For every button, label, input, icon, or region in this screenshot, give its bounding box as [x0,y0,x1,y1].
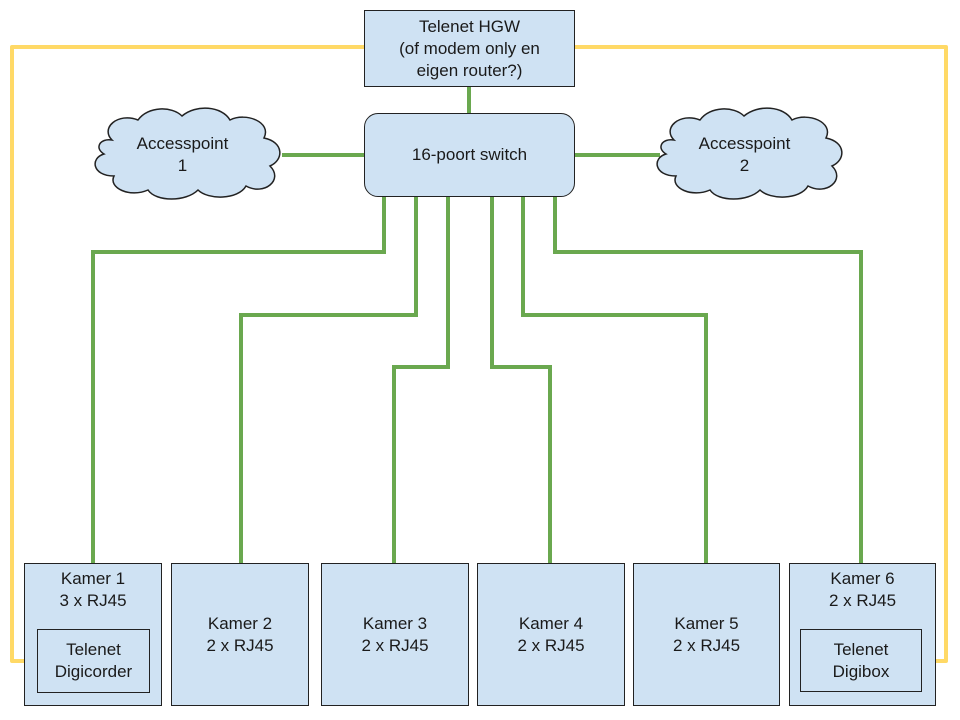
telenet-gateway: Telenet HGW (of modem only en eigen rout… [364,10,575,87]
room-kamer-3: Kamer 3 2 x RJ45 [321,563,469,706]
room-name: Kamer 6 [830,569,895,588]
room-name: Kamer 2 [207,613,273,633]
telenet-digicorder: Telenet Digicorder [37,629,150,693]
device-label-line-1: Telenet [66,640,121,659]
room-ports: 2 x RJ45 [828,591,897,610]
device-label-line-2: Digibox [832,661,890,681]
accesspoint-1-label-line-1: Accesspoint [136,134,229,153]
ethernet-wire-kamer-1 [91,196,386,563]
telenet-digibox: Telenet Digibox [800,629,922,692]
room-ports: 2 x RJ45 [672,635,741,655]
room-name: Kamer 1 [60,569,126,588]
room-kamer-5: Kamer 5 2 x RJ45 [633,563,780,706]
accesspoint-2: Accesspoint 2 [662,130,827,180]
accesspoint-2-label-line-1: Accesspoint [698,134,791,153]
device-label-line-1: Telenet [833,639,889,659]
accesspoint-2-label-line-2: 2 [739,156,750,175]
room-ports: 2 x RJ45 [206,635,274,655]
switch-label: 16-poort switch [411,145,528,164]
room-name: Kamer 4 [518,613,584,633]
room-name: Kamer 3 [362,613,428,633]
ethernet-wire-kamer-2 [239,196,418,563]
ethernet-wire-kamer-4 [490,196,552,563]
room-ports: 2 x RJ45 [517,635,585,655]
ethernet-wire-kamer-5 [521,196,708,563]
accesspoint-1: Accesspoint 1 [100,130,265,180]
room-kamer-2: Kamer 2 2 x RJ45 [171,563,309,706]
accesspoint-1-label-line-2: 1 [177,156,188,175]
ethernet-wire-kamer-3 [392,196,450,563]
gateway-label-line-1: Telenet HGW [418,16,521,36]
room-kamer-4: Kamer 4 2 x RJ45 [477,563,625,706]
room-name: Kamer 5 [674,613,739,633]
room-ports: 2 x RJ45 [361,635,429,655]
gateway-label-line-3: eigen router?) [416,60,523,80]
ethernet-wire-kamer-6 [553,196,863,563]
device-label-line-2: Digicorder [54,662,133,681]
accesspoint-1-cloud [94,107,281,200]
network-switch: 16-poort switch [364,113,575,197]
accesspoint-2-cloud [656,107,843,200]
room-ports: 3 x RJ45 [59,591,127,610]
gateway-label-line-2: (of modem only en [399,38,540,58]
